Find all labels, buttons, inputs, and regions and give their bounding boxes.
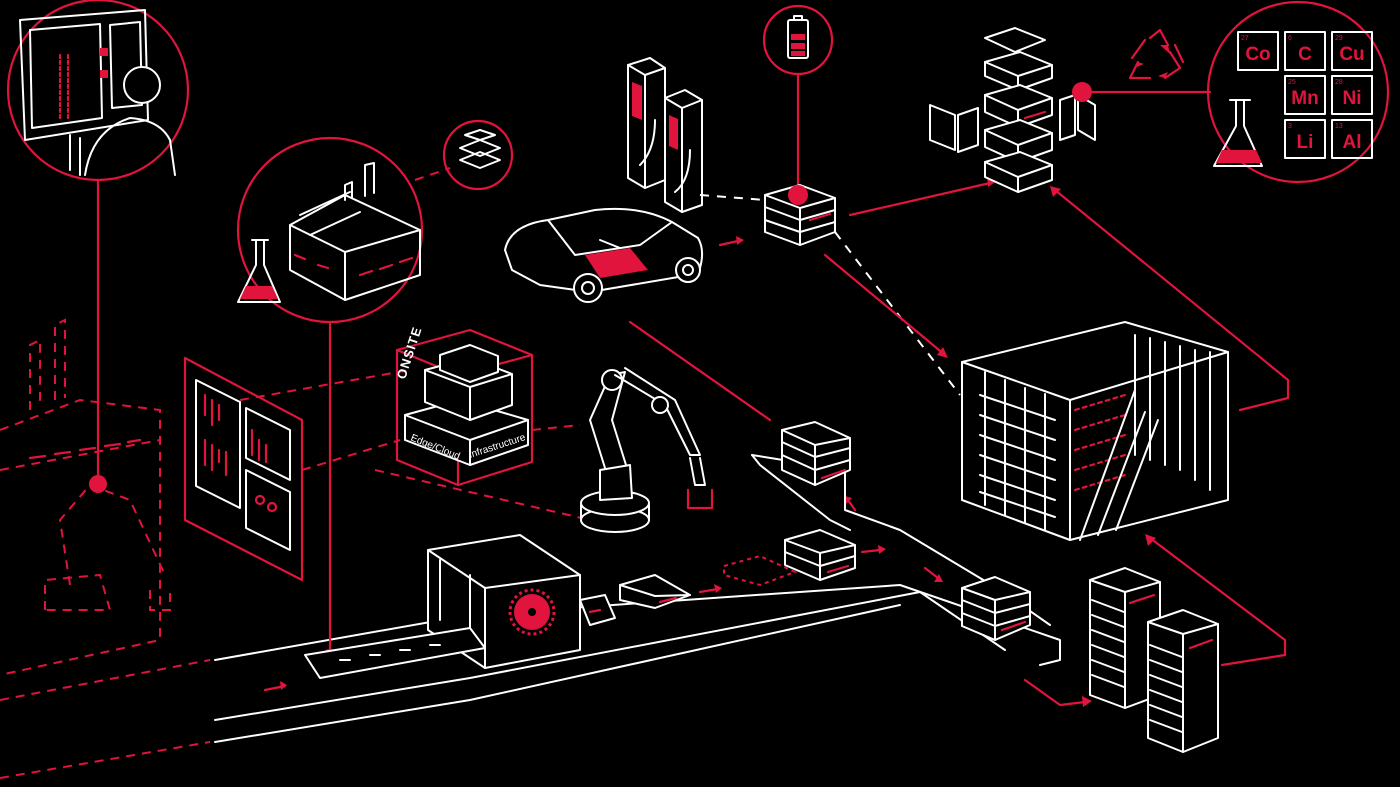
energy-storage-container — [961, 186, 1290, 541]
element-tile-frame — [1237, 31, 1279, 71]
monitor-operator-callout — [6, 0, 190, 486]
element-symbol: Ni — [1343, 88, 1362, 109]
element-number: 27 — [1241, 35, 1249, 42]
element-symbol: C — [1298, 44, 1312, 65]
element-tile-c: 6C — [1284, 31, 1326, 71]
element-number: 25 — [1288, 79, 1296, 86]
element-tile-frame — [1284, 75, 1326, 115]
module-stack-callout — [414, 119, 514, 191]
edge-brand-label: ONSITE — [394, 325, 425, 381]
output-module — [961, 576, 1092, 707]
element-number: 29 — [1335, 35, 1343, 42]
element-symbol: Cu — [1339, 44, 1364, 65]
element-number: 28 — [1335, 79, 1343, 86]
element-number: 13 — [1335, 123, 1343, 130]
battery-callout — [699, 4, 997, 396]
robot-arm-icon — [580, 367, 714, 533]
saw-blade-icon — [508, 588, 556, 636]
element-tile-li: 3Li — [1284, 119, 1326, 159]
server-rack-icon — [1089, 534, 1287, 753]
factory-callout — [236, 136, 424, 667]
element-number: 3 — [1288, 123, 1292, 130]
flask-icon — [1213, 99, 1263, 167]
element-tile-frame — [1331, 119, 1373, 159]
charging-station-icon — [627, 57, 703, 213]
flask-icon — [237, 239, 281, 303]
element-tile-frame — [1284, 119, 1326, 159]
element-tile-frame — [1331, 75, 1373, 115]
element-symbol: Al — [1343, 132, 1362, 153]
analytics-dashboard — [183, 356, 411, 582]
element-symbol: Co — [1245, 44, 1270, 65]
edge-cloud-box: ONSITE Edge/Cloud Infrastructure — [374, 325, 591, 521]
element-symbol: Mn — [1291, 88, 1318, 109]
conveyor-modules — [619, 529, 856, 609]
element-tile-frame — [1284, 31, 1326, 71]
recycle-icon — [1128, 28, 1185, 80]
element-symbol: Li — [1297, 132, 1314, 153]
battery-icon — [787, 15, 809, 59]
element-tile-frame — [1331, 31, 1373, 71]
cutting-machine — [304, 534, 616, 679]
element-number: 6 — [1288, 35, 1292, 42]
legacy-factory — [0, 318, 171, 676]
exploded-module-stack — [929, 27, 1212, 193]
car-icon — [504, 207, 744, 303]
